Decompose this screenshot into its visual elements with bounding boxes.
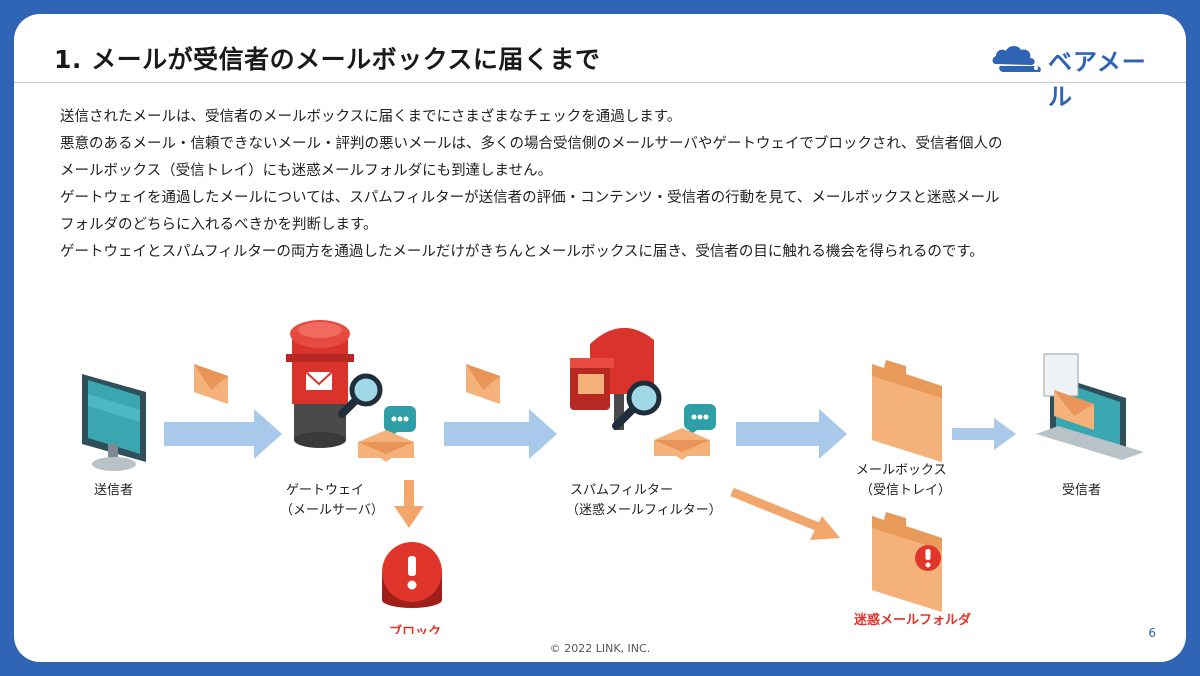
label-recipient: 受信者 — [1062, 483, 1101, 498]
paragraph-line: フォルダのどちらに入れるべきかを判断します。 — [60, 217, 378, 233]
envelope-icon — [466, 364, 500, 404]
magnifier-icon — [338, 373, 383, 418]
paragraph-line: ゲートウェイを通過したメールについては、スパムフィルターが送信者の評価・コンテン… — [60, 190, 1000, 206]
title-divider — [14, 82, 1186, 83]
label-gateway-1: ゲートウェイ — [286, 483, 364, 498]
flow-arrow — [444, 409, 557, 459]
slide-title: 1. メールが受信者のメールボックスに届くまで — [54, 45, 601, 74]
label-spam-2: （迷惑メールフィルター） — [566, 502, 722, 518]
label-spam-1: スパムフィルター — [570, 483, 673, 498]
label-junk-folder: 迷惑メールフォルダ — [853, 612, 971, 628]
slide: 1. メールが受信者のメールボックスに届くまで ベアメール 送信されたメールは、… — [14, 14, 1186, 662]
mail-post-icon — [286, 320, 354, 448]
paragraph-line: メールボックス（受信トレイ）にも迷惑メールフォルダにも到達しません。 — [60, 163, 553, 179]
label-sender: 送信者 — [94, 483, 133, 498]
logo: ベアメール — [990, 38, 1160, 111]
envelope-icon — [358, 430, 414, 462]
mail-flow-diagram: 送信者 — [82, 320, 1144, 634]
mailbox-icon — [570, 327, 654, 430]
block-arrow — [394, 480, 424, 528]
flow-arrow — [952, 418, 1016, 450]
label-gateway-2: （メールサーバ） — [280, 503, 384, 518]
flow-arrow — [736, 409, 847, 459]
paragraph-line: 悪意のあるメール・信頼できないメール・評判の悪いメールは、多くの場合受信側のメー… — [60, 136, 1003, 152]
envelope-icon — [654, 428, 710, 460]
envelope-icon — [194, 364, 228, 404]
footer-copyright: © 2022 LINK, INC. — [549, 642, 651, 655]
alert-icon — [915, 545, 941, 571]
alert-icon — [382, 542, 442, 608]
label-mailbox-2: （受信トレイ） — [860, 483, 951, 498]
paragraph-line: 送信されたメールは、受信者のメールボックスに届くまでにさまざまなチェックを通過し… — [60, 109, 682, 125]
sender-monitor-icon — [82, 374, 146, 471]
folder-icon — [872, 360, 942, 462]
magnifier-icon — [612, 380, 662, 430]
label-mailbox-1: メールボックス — [856, 463, 947, 478]
laptop-icon — [1036, 353, 1144, 460]
page-number: 6 — [1148, 626, 1156, 640]
paragraph-line: ゲートウェイとスパムフィルターの両方を通過したメールだけがきちんとメールボックス… — [60, 244, 984, 260]
bear-cloud-icon — [992, 45, 1041, 72]
label-blocked: ブロック — [389, 624, 441, 634]
flow-arrow — [164, 409, 282, 459]
logo-text: ベアメール — [1048, 48, 1147, 111]
body-text: 送信されたメールは、受信者のメールボックスに届くまでにさまざまなチェックを通過し… — [60, 104, 1150, 266]
junk-arrow — [730, 487, 840, 540]
